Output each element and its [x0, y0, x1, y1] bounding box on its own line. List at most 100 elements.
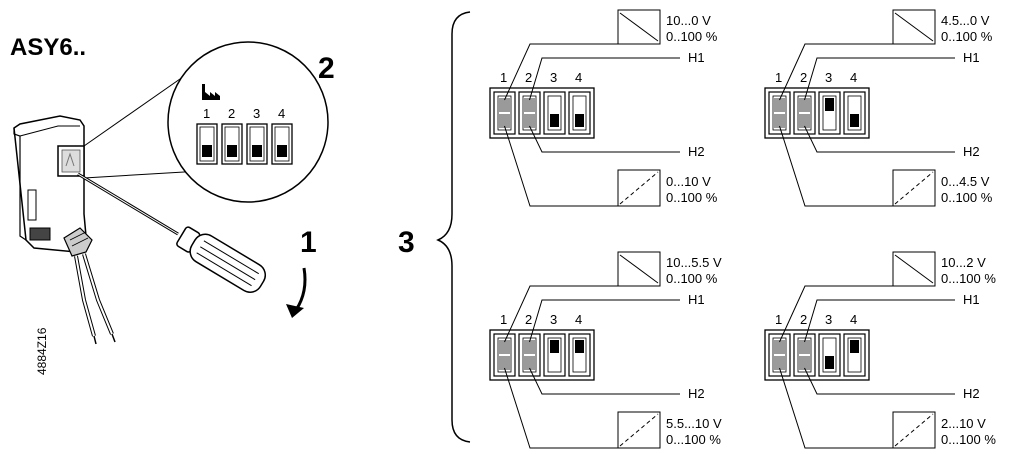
step-1-label: 1	[300, 226, 317, 259]
h1-percent-range: 0..100 %	[941, 29, 993, 44]
leader-sw2-h2	[804, 367, 955, 395]
h2-percent-range: 0..100 %	[666, 190, 718, 205]
h1-percent-range: 0..100 %	[666, 29, 718, 44]
leader-sw1-h1-ramp	[504, 285, 618, 343]
dip-switch-lever	[575, 340, 584, 353]
h1-output-label: H1	[963, 292, 980, 307]
dip-switch-number: 2	[525, 70, 532, 85]
leader-sw2-h1	[804, 299, 955, 343]
dip-switch-number: 1	[500, 70, 507, 85]
dip-switch-lever	[825, 98, 834, 111]
zoom-line-top	[83, 71, 191, 147]
dip-switch-upper-gray	[499, 98, 510, 112]
dip-switch-lever	[575, 114, 584, 127]
leader-sw2-h1	[529, 57, 680, 101]
h2-voltage-range: 5.5...10 V	[666, 416, 722, 431]
dip-switch-number: 2	[800, 70, 807, 85]
dip-switch-number: 4	[575, 70, 582, 85]
ramp-up-line	[894, 171, 934, 205]
leader-sw2-h1	[804, 57, 955, 101]
dip-switch-upper-gray	[799, 98, 810, 112]
dip-switch-number: 4	[575, 312, 582, 327]
h2-output-label: H2	[688, 144, 705, 159]
dip-switch-number: 2	[800, 312, 807, 327]
dip-switch-number: 1	[500, 312, 507, 327]
h2-output-label: H2	[963, 144, 980, 159]
ramp-up-line	[619, 413, 659, 447]
ramp-down-line	[619, 254, 659, 284]
dip-switch-number: 4	[850, 70, 857, 85]
factory-icon	[202, 84, 220, 100]
dip-switch-lower-gray	[524, 114, 535, 128]
drawing-code: 4884Z16	[35, 327, 49, 375]
screwdriver	[77, 172, 267, 293]
dip-switch-number: 1	[775, 312, 782, 327]
dip-switch-upper-gray	[524, 98, 535, 112]
dip-switch-lever	[850, 114, 859, 127]
dip-switch-lower-gray	[499, 356, 510, 370]
dip-switch-number: 2	[525, 312, 532, 327]
h2-output-label: H2	[688, 386, 705, 401]
dip-switch-number: 1	[775, 70, 782, 85]
zoom-switch-number: 2	[228, 106, 235, 121]
dip-switch-number: 3	[550, 312, 557, 327]
zoom-switch-number: 4	[278, 106, 285, 121]
leader-sw1-h2-ramp	[504, 367, 618, 449]
dip-switch-lever	[550, 114, 559, 127]
h2-percent-range: 0...100 %	[941, 432, 996, 447]
dip-switch-number: 3	[550, 70, 557, 85]
ramp-down-line	[894, 12, 934, 42]
ramp-down-line	[619, 12, 659, 42]
leader-sw1-h1-ramp	[779, 43, 893, 101]
leader-sw1-h1-ramp	[779, 285, 893, 343]
zoom-dip-switch-lever	[202, 145, 212, 157]
zoom-switch-number: 3	[253, 106, 260, 121]
zoom-dip-switch-lever	[252, 145, 262, 157]
grouping-brace	[436, 11, 471, 443]
h1-output-label: H1	[963, 50, 980, 65]
zoom-circle	[167, 41, 329, 203]
dip-switch-lever	[850, 340, 859, 353]
h1-voltage-range: 4.5...0 V	[941, 13, 990, 28]
device-illustration	[13, 115, 116, 345]
h2-voltage-range: 0...10 V	[666, 174, 711, 189]
step-3-label: 3	[398, 226, 415, 259]
ramp-up-line	[894, 413, 934, 447]
switch-config-3: 10...5.5 V0..100 % 5.5...10 V0...100 % H1H…	[489, 251, 722, 449]
dip-switch-upper-gray	[774, 340, 785, 354]
product-title: ASY6..	[10, 34, 86, 61]
leader-sw2-h2	[529, 125, 680, 153]
h1-output-label: H1	[688, 50, 705, 65]
dip-switch-lower-gray	[499, 114, 510, 128]
dip-switch-number: 4	[850, 312, 857, 327]
zoom-dip-switch-lever	[227, 145, 237, 157]
dip-switch-upper-gray	[774, 98, 785, 112]
dip-switch-number: 3	[825, 312, 832, 327]
leader-sw2-h2	[804, 125, 955, 153]
h1-percent-range: 0..100 %	[666, 271, 718, 286]
dip-switch-lower-gray	[524, 356, 535, 370]
h1-output-label: H1	[688, 292, 705, 307]
zoom-dip-switch-lever	[277, 145, 287, 157]
leader-sw1-h2-ramp	[779, 367, 893, 449]
h2-percent-range: 0...100 %	[666, 432, 721, 447]
dip-switch-lower-gray	[774, 114, 785, 128]
dip-switch-lower-gray	[774, 356, 785, 370]
h2-output-label: H2	[963, 386, 980, 401]
h1-percent-range: 0...100 %	[941, 271, 996, 286]
h1-voltage-range: 10...0 V	[666, 13, 711, 28]
step-2-label: 2	[318, 52, 335, 85]
dip-switch-lever	[825, 356, 834, 369]
leader-sw1-h1-ramp	[504, 43, 618, 101]
dip-switch-number: 3	[825, 70, 832, 85]
h2-percent-range: 0..100 %	[941, 190, 993, 205]
leader-sw2-h2	[529, 367, 680, 395]
leader-sw2-h1	[529, 299, 680, 343]
h1-voltage-range: 10...5.5 V	[666, 255, 722, 270]
